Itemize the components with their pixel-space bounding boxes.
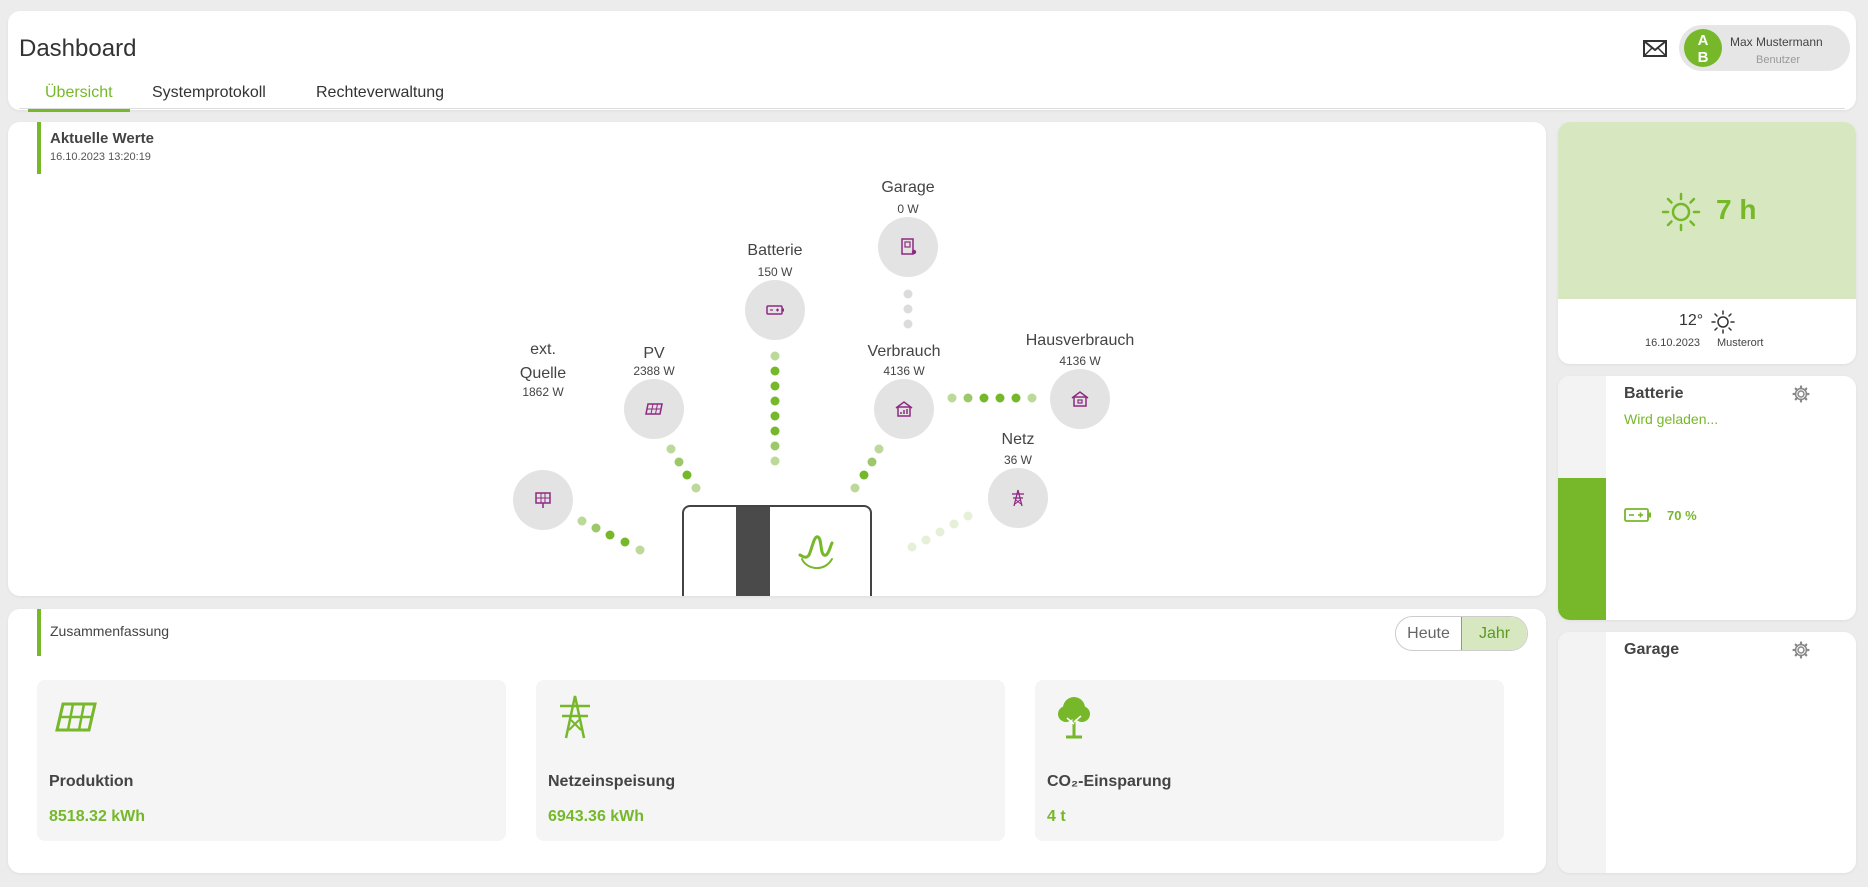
household-value: 4136 W bbox=[1059, 354, 1101, 368]
current-values-timestamp: 16.10.2023 13:20:19 bbox=[50, 151, 151, 163]
garage-card: Garage bbox=[1558, 632, 1856, 873]
household-node[interactable] bbox=[1050, 369, 1110, 429]
wallbox-icon bbox=[901, 238, 917, 255]
stat-co2-label: CO₂-Einsparung bbox=[1047, 773, 1172, 790]
battery-icon bbox=[1624, 508, 1651, 522]
pv-value: 2388 W bbox=[633, 364, 675, 378]
weather-date: 16.10.2023 bbox=[1645, 337, 1701, 349]
stat-production: Produktion 8518.32 kWh bbox=[37, 680, 506, 841]
solar-panel-icon bbox=[535, 492, 551, 508]
house-icon bbox=[1071, 391, 1089, 407]
header-card: Dashboard Übersicht Systemprotokoll Rech… bbox=[8, 11, 1856, 112]
battery-label: Batterie bbox=[747, 242, 803, 259]
stat-feed-in: Netzeinspeisung 6943.36 kWh bbox=[536, 680, 1005, 841]
envelope-icon[interactable] bbox=[1638, 35, 1672, 61]
battery-level-strip bbox=[1558, 376, 1606, 620]
flow-battery bbox=[770, 351, 780, 466]
garage-value: 0 W bbox=[897, 202, 919, 216]
tab-rights-management[interactable]: Rechteverwaltung bbox=[316, 84, 445, 101]
tab-overview[interactable]: Übersicht bbox=[28, 84, 130, 112]
current-values-heading: Aktuelle Werte 16.10.2023 13:20:19 bbox=[37, 122, 154, 174]
tab-system-log[interactable]: Systemprotokoll bbox=[152, 84, 266, 101]
battery-level-fill bbox=[1558, 478, 1606, 620]
battery-value: 150 W bbox=[757, 265, 793, 279]
flow-grid bbox=[907, 511, 973, 552]
sun-icon bbox=[1661, 192, 1701, 232]
stat-production-label: Produktion bbox=[49, 773, 134, 790]
user-role: Benutzer bbox=[1756, 54, 1801, 66]
current-values-card: Aktuelle Werte 16.10.2023 13:20:19 bbox=[8, 122, 1546, 596]
stat-co2-value: 4 t bbox=[1047, 808, 1066, 825]
battery-icon bbox=[766, 305, 784, 315]
inverter-device[interactable] bbox=[682, 505, 872, 596]
ext-source-label-line1: ext. bbox=[530, 341, 556, 358]
battery-node[interactable] bbox=[745, 280, 805, 340]
flow-household bbox=[947, 393, 1037, 403]
ext-source-label-line2: Quelle bbox=[519, 365, 567, 382]
garage-card-title: Garage bbox=[1624, 641, 1680, 658]
current-values-title: Aktuelle Werte bbox=[50, 130, 154, 147]
sun-icon bbox=[1711, 310, 1735, 334]
energy-flow-dots bbox=[577, 289, 1037, 555]
pv-node[interactable] bbox=[624, 379, 684, 439]
tab-bar: Übersicht Systemprotokoll Rechteverwaltu… bbox=[19, 75, 1845, 112]
avatar: A B bbox=[1684, 29, 1722, 67]
garage-strip bbox=[1558, 632, 1606, 873]
ext-source-value: 1862 W bbox=[522, 385, 564, 399]
grid-value: 36 W bbox=[1003, 453, 1032, 467]
toggle-today[interactable]: Heute bbox=[1407, 625, 1450, 642]
garage-label: Garage bbox=[881, 179, 935, 196]
user-menu[interactable]: A B Max Mustermann Benutzer bbox=[1679, 25, 1850, 71]
weather-location: Musterort bbox=[1717, 337, 1764, 349]
flow-consumption bbox=[850, 444, 884, 493]
garage-node[interactable] bbox=[878, 217, 938, 277]
sun-hours-value: 7 h bbox=[1716, 194, 1757, 225]
gear-icon[interactable] bbox=[1792, 385, 1810, 403]
consumption-label: Verbrauch bbox=[867, 343, 941, 360]
stat-feed-in-label: Netzeinspeisung bbox=[548, 773, 676, 790]
stat-co2: CO₂-Einsparung 4 t bbox=[1035, 680, 1504, 841]
temperature: 12° bbox=[1679, 312, 1704, 329]
flow-ext-source bbox=[577, 516, 645, 555]
grid-label: Netz bbox=[1001, 431, 1035, 448]
solar-panel-icon bbox=[55, 702, 97, 732]
tree-icon bbox=[1058, 697, 1090, 739]
battery-card-title: Batterie bbox=[1624, 385, 1684, 402]
battery-status: Wird geladen... bbox=[1624, 411, 1719, 427]
summary-title: Zusammenfassung bbox=[50, 623, 170, 639]
user-name: Max Mustermann bbox=[1730, 35, 1823, 49]
stat-feed-in-value: 6943.36 kWh bbox=[548, 808, 645, 825]
consumption-value: 4136 W bbox=[883, 364, 925, 378]
sun-hours-panel: 7 h bbox=[1558, 122, 1856, 299]
flow-pv bbox=[666, 444, 701, 493]
summary-card: Zusammenfassung Heute Jahr Produktion 85… bbox=[8, 609, 1546, 873]
grid-node[interactable] bbox=[988, 468, 1048, 528]
flow-garage bbox=[903, 289, 913, 329]
avatar-initial-1: A bbox=[1697, 32, 1709, 49]
summary-heading: Zusammenfassung bbox=[37, 609, 169, 656]
weather-card: 7 h 12° 16.10.2023 Musterort bbox=[1558, 122, 1856, 364]
page-title: Dashboard bbox=[19, 35, 137, 62]
gear-icon[interactable] bbox=[1792, 641, 1810, 659]
toggle-year[interactable]: Jahr bbox=[1461, 617, 1527, 650]
battery-percent: 70 % bbox=[1667, 508, 1697, 523]
household-label: Hausverbrauch bbox=[1025, 332, 1135, 349]
inverter-bar bbox=[736, 507, 770, 596]
brand-logo-icon bbox=[798, 535, 834, 569]
avatar-initial-2: B bbox=[1697, 49, 1709, 66]
power-tower-icon bbox=[560, 695, 590, 739]
consumption-node[interactable] bbox=[874, 379, 934, 439]
stat-production-value: 8518.32 kWh bbox=[49, 808, 146, 825]
battery-card: Batterie Wird geladen... 70 % bbox=[1558, 376, 1856, 620]
pv-label: PV bbox=[643, 345, 665, 362]
period-toggle: Heute Jahr bbox=[1395, 616, 1528, 651]
ext-source-label: ext. Quelle bbox=[473, 338, 613, 386]
house-chart-icon bbox=[895, 401, 913, 417]
power-tower-icon bbox=[1012, 489, 1024, 507]
solar-panel-icon bbox=[645, 403, 663, 415]
ext-source-node[interactable] bbox=[513, 470, 573, 530]
